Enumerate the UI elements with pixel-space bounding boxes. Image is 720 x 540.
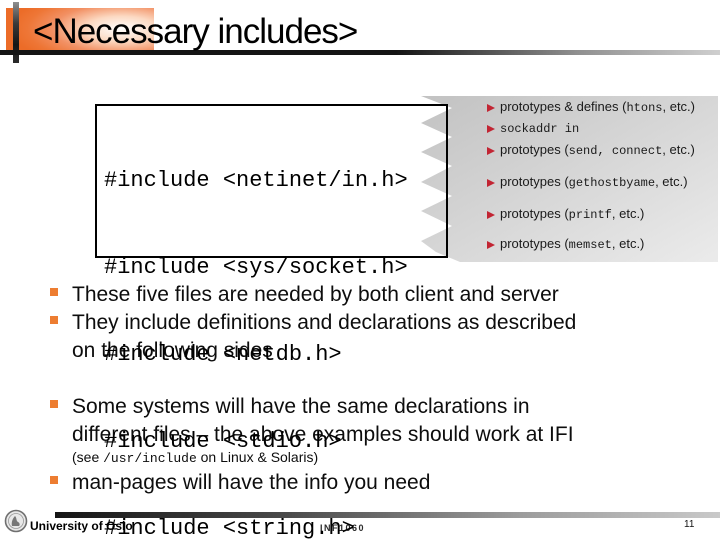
bullet-line: These five files are needed by both clie…: [72, 283, 559, 306]
annotation-code: sockaddr in: [500, 122, 580, 136]
uio-logo-icon: [4, 509, 28, 533]
bullet-item: These five files are needed by both clie…: [50, 281, 675, 309]
footer-course: INF1060: [320, 523, 366, 533]
footer-org: University of Oslo: [30, 519, 133, 533]
annotation-text: , etc.): [662, 142, 695, 157]
bullet-subnote: (see /usr/include on Linux & Solaris): [72, 449, 675, 467]
bullet-item: They include definitions and declaration…: [50, 309, 675, 365]
bullet-item: man-pages will have the info you need: [50, 469, 675, 497]
arrow-bullet-icon: [487, 210, 495, 219]
bullet-line: They include definitions and declaration…: [72, 311, 577, 334]
title-accent-bar: [13, 2, 19, 63]
code-line: #include <string.h>: [104, 516, 355, 540]
arrow-bullet-icon: [487, 178, 495, 187]
bullet-line: on the following sides: [72, 339, 273, 362]
annotation-text: , etc.): [611, 236, 645, 251]
annotation-row: prototypes (gethostbyame, etc.): [487, 174, 688, 190]
bullet-square-icon: [50, 476, 58, 484]
code-line: #include <stdio.h>: [104, 429, 342, 454]
bullet-line: different files – the above examples sho…: [72, 423, 574, 446]
annotation-text: prototypes (: [500, 236, 569, 251]
annotation-text: prototypes & defines (: [500, 99, 627, 114]
subnote-code: /usr/include: [103, 451, 197, 466]
title-accent-square: [6, 8, 154, 54]
bullet-item: Some systems will have the same declarat…: [50, 393, 675, 467]
callout-arrow-edge: [421, 96, 718, 262]
annotation-row: sockaddr in: [487, 120, 579, 136]
annotation-text: prototypes (: [500, 174, 569, 189]
annotation-row: prototypes (printf, etc.): [487, 206, 644, 222]
bullet-square-icon: [50, 316, 58, 324]
annotation-row: prototypes & defines (htons, etc.): [487, 99, 695, 115]
annotation-text: , etc.): [662, 99, 695, 114]
annotation-code: htons: [626, 101, 663, 115]
arrow-bullet-icon: [487, 103, 495, 112]
page-number: 11: [684, 519, 695, 530]
footer-rule: [55, 512, 720, 518]
annotation-row: prototypes (memset, etc.): [487, 236, 644, 252]
code-box: #include <netinet/in.h> #include <sys/so…: [104, 108, 408, 540]
annotation-text: , etc.): [611, 206, 645, 221]
bullet-square-icon: [50, 400, 58, 408]
bullet-line: man-pages will have the info you need: [72, 471, 431, 494]
annotation-text: prototypes (: [500, 206, 569, 221]
annotation-code: memset: [568, 238, 612, 252]
code-line: #include <netinet/in.h>: [104, 168, 408, 193]
title-rule: [0, 50, 720, 55]
annotation-row: prototypes (send, connect, etc.): [487, 142, 695, 158]
arrow-bullet-icon: [487, 146, 495, 155]
code-box-border: [95, 104, 448, 258]
annotation-text: , etc.): [655, 174, 688, 189]
arrow-bullet-icon: [487, 240, 495, 249]
annotation-code: printf: [568, 208, 612, 222]
annotation-text: prototypes (: [500, 142, 569, 157]
code-line: #include <sys/socket.h>: [104, 255, 408, 280]
code-box-background: [95, 104, 448, 258]
arrow-bullet-icon: [487, 124, 495, 133]
subnote-text: on Linux & Solaris): [196, 449, 319, 465]
bullet-square-icon: [50, 288, 58, 296]
annotation-code: send, connect: [568, 144, 663, 158]
annotation-code: gethostbyame: [568, 176, 656, 190]
bullet-line: Some systems will have the same declarat…: [72, 395, 530, 418]
subnote-text: (see: [72, 449, 104, 465]
page-title: <Necessary includes>: [33, 12, 358, 51]
code-line: #include <netdb.h>: [104, 342, 342, 367]
